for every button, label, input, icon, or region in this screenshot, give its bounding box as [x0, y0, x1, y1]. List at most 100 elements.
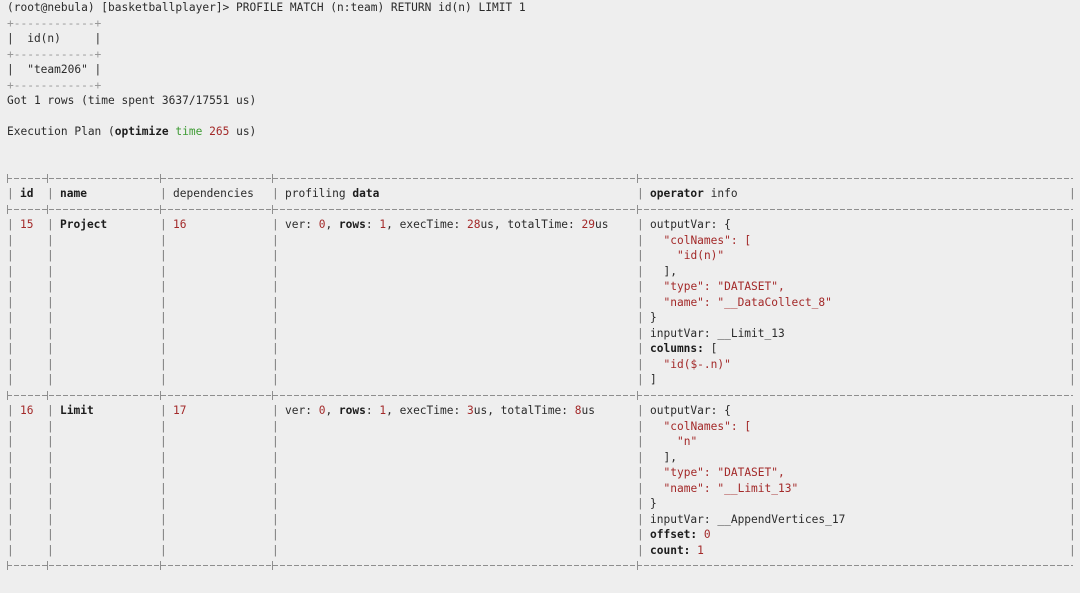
dependencies-column-bar: | — [272, 357, 279, 371]
name-column-bar: | — [160, 295, 167, 309]
plan-row-line: ||||||"colNames": [ — [0, 233, 1080, 249]
cell-id: 16 — [20, 404, 34, 417]
plan-row-line: ||||||count: 1 — [0, 543, 1080, 559]
profiling-column-bar: | — [637, 187, 644, 200]
left-border-bar: | — [7, 326, 14, 340]
result-table-border-bottom: +------------+ — [7, 78, 102, 92]
dependencies-column-bar: | — [272, 342, 279, 355]
plan-row-line: ||||||} — [0, 496, 1080, 512]
name-column-bar: | — [160, 481, 167, 495]
cell-operator-info-line: } — [650, 311, 657, 324]
id-column-bar: | — [47, 481, 54, 495]
cell-dependencies: 17 — [173, 404, 187, 417]
left-border-bar: | — [7, 512, 14, 526]
plan-row-line: ||||||], — [0, 450, 1080, 466]
left-border-bar: | — [7, 419, 14, 433]
name-column-bar: | — [160, 512, 167, 526]
left-border-bar: | — [7, 450, 14, 464]
id-column-bar: | — [47, 419, 54, 433]
id-column-bar: | — [47, 528, 54, 541]
id-column-bar: | — [47, 497, 54, 510]
plan-row-line: ||||||"id($-.n)" — [0, 357, 1080, 373]
plan-row-line: ||||||"n" — [0, 434, 1080, 450]
dependencies-column-bar: | — [272, 187, 279, 200]
spacer-2 — [0, 140, 1080, 156]
right-border-bar: | — [1069, 450, 1076, 464]
right-border-bar: | — [1069, 326, 1076, 340]
right-border-bar: | — [1069, 295, 1076, 309]
name-column-bar: | — [160, 435, 167, 448]
plan-separator-row-1 — [0, 388, 1080, 404]
cell-operator-info-line: "name": "__Limit_13" — [663, 481, 799, 495]
profiling-column-bar: | — [637, 233, 644, 247]
plan-row-line: ||||||inputVar: __AppendVertices_17 — [0, 512, 1080, 528]
dependencies-column-bar: | — [272, 326, 279, 340]
right-border-bar: | — [1069, 404, 1076, 417]
separator-junction — [272, 173, 273, 183]
separator-junction — [160, 204, 161, 214]
right-border-bar: | — [1069, 342, 1076, 355]
name-column-bar: | — [160, 419, 167, 433]
plan-label-time: time — [175, 125, 203, 138]
profiling-column-bar: | — [637, 435, 644, 448]
separator-junction — [160, 173, 161, 183]
cell-profiling-data: ver: 0, rows: 1, execTime: 3us, totalTim… — [285, 404, 595, 417]
cell-name: Project — [60, 218, 108, 231]
right-border-bar: | — [1069, 435, 1076, 448]
cell-profiling-data: ver: 0, rows: 1, execTime: 28us, totalTi… — [285, 218, 609, 231]
profiling-column-bar: | — [637, 450, 644, 464]
name-column-bar: | — [160, 528, 167, 541]
cell-operator-info-line: } — [650, 497, 657, 510]
dependencies-column-bar: | — [272, 295, 279, 309]
separator-junction — [7, 204, 8, 214]
separator-junction — [47, 561, 48, 570]
dependencies-column-bar: | — [272, 450, 279, 464]
profiling-column-bar: | — [637, 512, 644, 526]
left-border-bar: | — [7, 295, 14, 309]
dependencies-column-bar: | — [272, 249, 279, 262]
id-column-bar: | — [47, 450, 54, 464]
profiling-column-bar: | — [637, 404, 644, 417]
right-border-bar: | — [1069, 512, 1076, 526]
name-column-bar: | — [160, 357, 167, 371]
dependencies-column-bar: | — [272, 311, 279, 324]
plan-optimize-time-value: 265 — [209, 125, 230, 138]
separator-dashes — [7, 565, 1073, 566]
separator-junction — [47, 173, 48, 183]
dependencies-column-bar: | — [272, 466, 279, 479]
plan-separator-header — [0, 202, 1080, 218]
plan-row-line: ||||||"name": "__Limit_13" — [0, 481, 1080, 497]
separator-dashes — [7, 177, 1073, 179]
result-table-border-top: +------------+ — [7, 16, 102, 30]
spacer-3 — [0, 155, 1080, 171]
cell-operator-info-line: "name": "__DataCollect_8" — [663, 295, 832, 309]
right-border-bar: | — [1069, 466, 1076, 479]
header-operator-info: operator info — [650, 187, 738, 200]
header-profiling-data: profiling data — [285, 187, 380, 200]
dependencies-column-bar: | — [272, 497, 279, 510]
left-border-bar: | — [7, 187, 14, 200]
id-column-bar: | — [47, 466, 54, 479]
plan-row-line: ||||||"type": "DATASET", — [0, 465, 1080, 481]
cell-operator-info-line: inputVar: __Limit_13 — [650, 326, 785, 340]
separator-junction — [637, 390, 638, 400]
dependencies-column-bar: | — [272, 233, 279, 247]
profiling-column-bar: | — [637, 466, 644, 479]
result-summary: Got 1 rows (time spent 3637/17551 us) — [7, 94, 257, 107]
header-id: id — [20, 187, 34, 200]
profiling-column-bar: | — [637, 342, 644, 355]
profiling-column-bar: | — [637, 311, 644, 324]
right-border-bar: | — [1069, 528, 1076, 541]
plan-label-pre: Execution Plan ( — [7, 125, 115, 138]
right-border-bar: | — [1069, 373, 1076, 386]
dependencies-column-bar: | — [272, 543, 279, 557]
id-column-bar: | — [47, 512, 54, 526]
id-column-bar: | — [47, 435, 54, 448]
cell-operator-info-line: ], — [663, 264, 677, 278]
cell-operator-info-line: "type": "DATASET", — [663, 466, 785, 479]
name-column-bar: | — [160, 264, 167, 278]
